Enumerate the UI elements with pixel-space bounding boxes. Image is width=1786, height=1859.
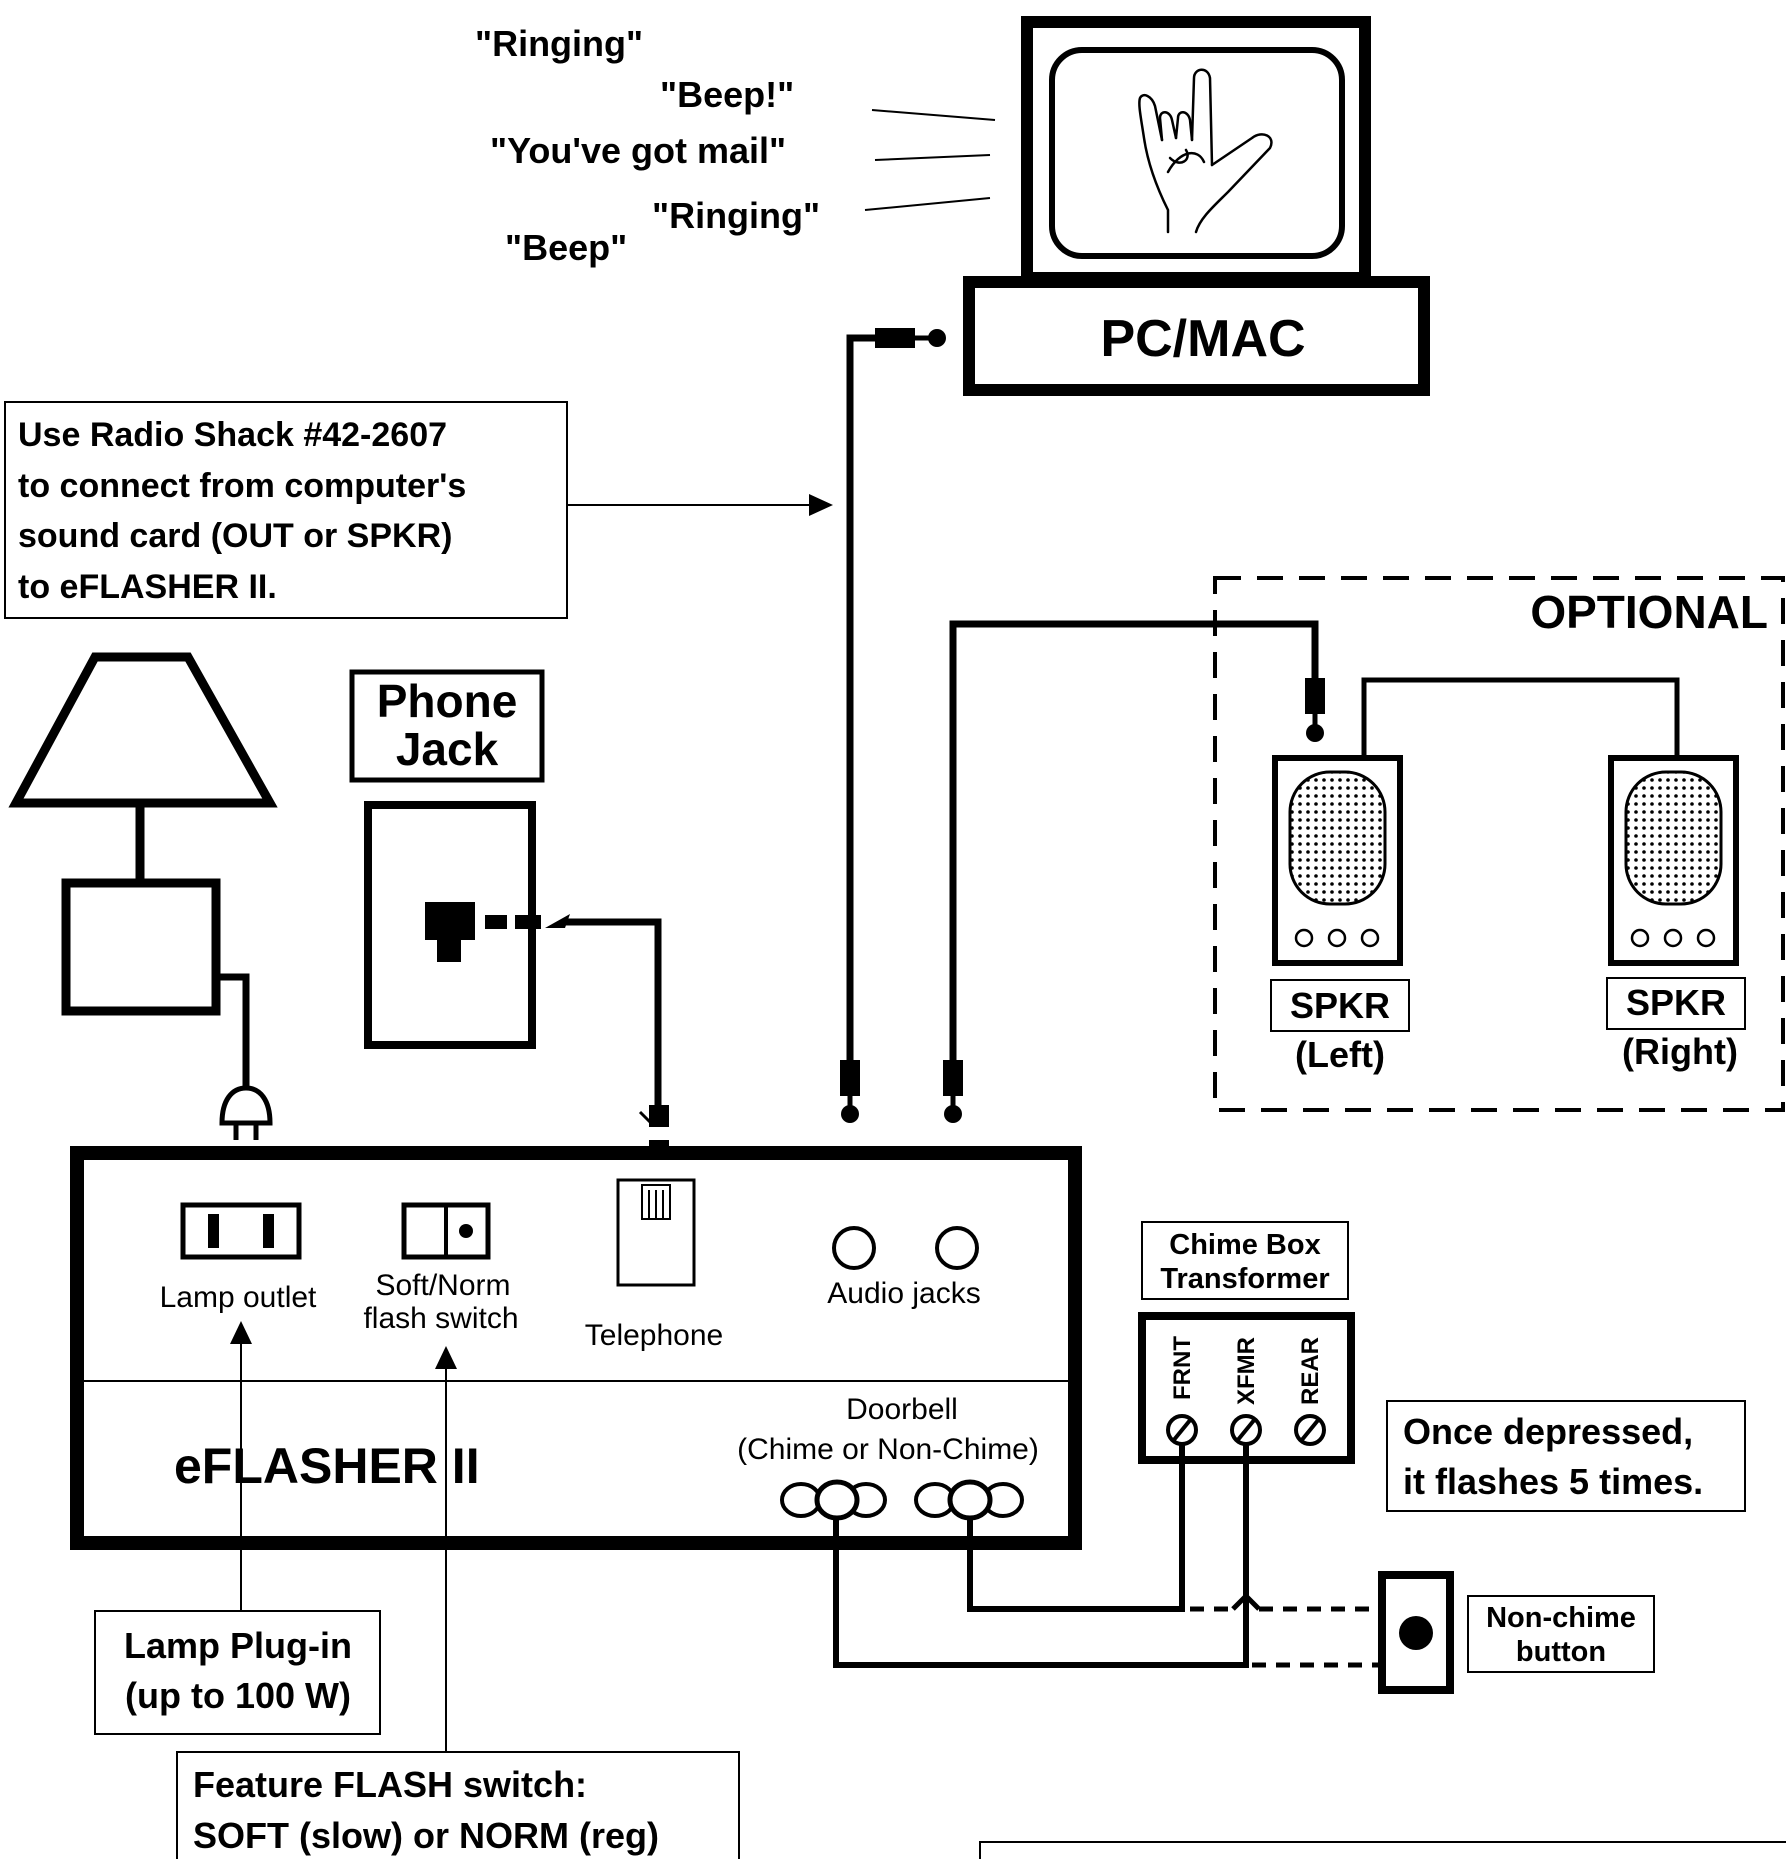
plug-connector (875, 328, 915, 348)
flash-switch: Soft/Norm flash switch (363, 1202, 519, 1335)
arrowhead (809, 494, 833, 516)
callout-line: SOFT (slow) or NORM (reg) (193, 1815, 659, 1856)
audio-jack (832, 1226, 876, 1270)
switch-label: flash switch (363, 1302, 518, 1335)
sound-beep-2: "Beep" (505, 227, 627, 268)
device-name: eFLASHER II (174, 1438, 480, 1494)
arrowhead (230, 1321, 252, 1344)
right-speaker: SPKR (Right) (1606, 755, 1746, 1072)
callout-line: Feature FLASH switch: (193, 1764, 587, 1805)
partial-callout-box (979, 1841, 1786, 1859)
terminal-label-frnt: FRNT (1169, 1336, 1196, 1400)
sound-line (874, 154, 991, 161)
telephone-label: Telephone (585, 1319, 723, 1352)
arrowhead (435, 1346, 457, 1369)
callout-line: it flashes 5 times. (1403, 1461, 1703, 1502)
plug-connector (943, 1060, 963, 1096)
audio-jack (935, 1226, 979, 1270)
chime-box-transformer: Chime Box Transformer FRNT XFMR REAR (1138, 1221, 1355, 1464)
sound-beep-1: "Beep!" (660, 74, 794, 115)
terminal-label-rear: REAR (1297, 1337, 1324, 1405)
telephone-port: Telephone (585, 1178, 723, 1352)
flashes-callout: Once depressed, it flashes 5 times. (1386, 1400, 1746, 1512)
phone-jack-label-box (349, 669, 545, 783)
left-speaker-label: SPKR (1290, 985, 1390, 1026)
screw-terminal (914, 1479, 1024, 1521)
non-chime-label: Non-chime (1486, 1602, 1636, 1634)
sound-labels: "Ringing" "Beep!" "You've got mail" "Rin… (475, 23, 996, 268)
sound-youve-got-mail: "You've got mail" (490, 130, 786, 171)
power-plug-icon (219, 1085, 273, 1140)
non-chime-label: button (1516, 1636, 1606, 1668)
callout-line: to connect from computer's (18, 467, 466, 505)
eflasher-device: Lamp outlet Soft/Norm flash switch Telep… (70, 1146, 1082, 1550)
callout-line: Once depressed, (1403, 1411, 1693, 1452)
lamp-outlet: Lamp outlet (160, 1202, 317, 1314)
wall-jack (425, 902, 475, 940)
lamp-outlet-label: Lamp outlet (160, 1281, 317, 1314)
radio-shack-callout: Use Radio Shack #42-2607 to connect from… (4, 401, 833, 619)
terminal-screw (1230, 1414, 1262, 1446)
sound-ringing-2: "Ringing" (652, 195, 820, 236)
audio-jacks-label: Audio jacks (827, 1277, 980, 1310)
chime-box-title: Transformer (1160, 1263, 1329, 1295)
callout-line: sound card (OUT or SPKR) (18, 517, 452, 555)
callout-line: (up to 100 W) (125, 1675, 351, 1716)
left-speaker-side: (Left) (1295, 1034, 1385, 1075)
speaker-label-box (1606, 977, 1746, 1030)
sign-language-hand-icon (1138, 68, 1273, 234)
flash-switch-callout: Feature FLASH switch: SOFT (slow) or NOR… (176, 1346, 740, 1859)
optional-boundary (1213, 576, 1785, 1112)
lamp-plugin-callout: Lamp Plug-in (up to 100 W) (94, 1321, 381, 1735)
left-speaker: SPKR (Left) (1270, 755, 1410, 1075)
phone-jack: Phone Jack (349, 669, 570, 1049)
non-chime-button: Non-chime button (1378, 1571, 1655, 1694)
optional-label: OPTIONAL (1530, 586, 1768, 638)
computer-base (963, 276, 1430, 396)
switch-label: Soft/Norm (375, 1269, 510, 1302)
lamp (8, 652, 278, 1140)
callout-line: Lamp Plug-in (124, 1625, 352, 1666)
speaker-label-box (1270, 979, 1410, 1032)
sound-line (871, 109, 996, 121)
plug-connector (840, 1060, 860, 1096)
phone-jack-title: Phone (377, 675, 518, 727)
lamp-shade (8, 652, 278, 808)
audio-cable-computer (840, 328, 946, 1123)
sound-line (864, 197, 991, 211)
sound-ringing-1: "Ringing" (475, 23, 643, 64)
doorbell-label: (Chime or Non-Chime) (737, 1433, 1039, 1466)
screw-terminal (780, 1479, 887, 1521)
audio-jacks: Audio jacks (827, 1226, 981, 1310)
speaker-grille (1288, 770, 1387, 906)
computer-label: PC/MAC (1100, 310, 1305, 368)
terminal-label-xfmr: XFMR (1233, 1337, 1260, 1405)
right-speaker-side: (Right) (1622, 1031, 1738, 1072)
right-speaker-label: SPKR (1626, 982, 1726, 1023)
plug-connector (1305, 678, 1325, 714)
speaker-grille (1624, 770, 1723, 906)
doorbell-label: Doorbell (846, 1393, 958, 1426)
lamp-base (61, 878, 221, 1016)
computer: PC/MAC (963, 16, 1430, 396)
plug-connector (649, 1105, 669, 1127)
radio-shack-box (4, 401, 568, 619)
doorbell-wiring (833, 1443, 1382, 1668)
optional-speakers: OPTIONAL SPKR (Left) (943, 576, 1785, 1123)
phone-jack-title: Jack (396, 723, 499, 775)
callout-line: Use Radio Shack #42-2607 (18, 416, 447, 454)
callout-line: to eFLASHER II. (18, 568, 277, 606)
terminal-screw (1166, 1414, 1198, 1446)
chime-box-title: Chime Box (1169, 1229, 1320, 1261)
doorbell-terminals: Doorbell (Chime or Non-Chime) (737, 1393, 1039, 1521)
terminal-screw (1294, 1414, 1326, 1446)
